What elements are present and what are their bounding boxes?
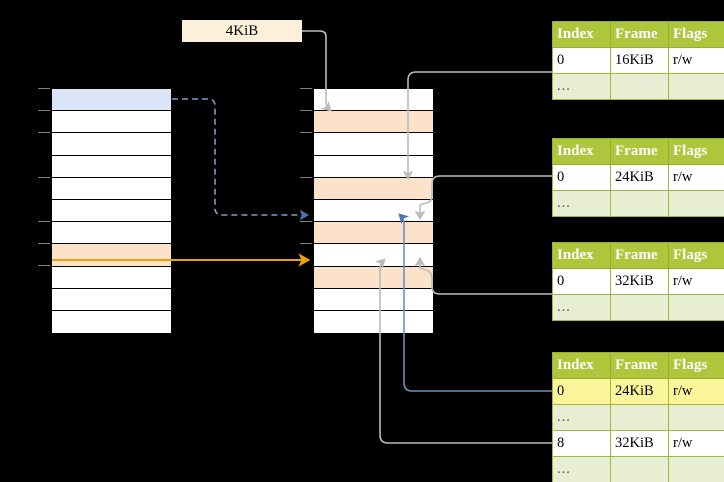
cell-frame xyxy=(610,73,669,100)
pagedir-row-5[interactable] xyxy=(52,177,171,200)
page-table-tick-3 xyxy=(300,177,312,178)
cell-frame: 32KiB xyxy=(610,430,669,457)
pagedir-row-10[interactable] xyxy=(52,288,171,311)
cell-index: 0 xyxy=(552,164,611,191)
cell-index: ... xyxy=(552,294,611,321)
cell-index: 0 xyxy=(552,378,611,405)
pagetable-row-1[interactable] xyxy=(314,89,433,112)
cell-frame xyxy=(610,294,669,321)
column-header-index: Index xyxy=(552,242,611,269)
pagetable-row-5[interactable] xyxy=(314,177,433,200)
page-dir-tick-6 xyxy=(38,265,50,266)
pagetable-row-4[interactable] xyxy=(314,155,433,178)
page-dir-tick-5 xyxy=(38,243,50,244)
cell-flags xyxy=(668,404,724,431)
cell-flags xyxy=(668,456,724,482)
column-header-index: Index xyxy=(552,138,611,165)
cell-index: ... xyxy=(552,456,611,482)
cell-flags: r/w xyxy=(668,430,724,457)
page-dir-tick-0 xyxy=(38,88,50,89)
cell-flags: r/w xyxy=(668,268,724,295)
page-table-tick-5 xyxy=(300,243,312,244)
column-header-flags: Flags xyxy=(668,352,724,379)
cell-frame xyxy=(610,190,669,217)
pagedir-row-6[interactable] xyxy=(52,199,171,223)
pagedir-row-8[interactable] xyxy=(52,244,171,267)
cell-frame xyxy=(610,456,669,482)
cell-frame: 16KiB xyxy=(610,47,669,74)
pagetable-row-7[interactable] xyxy=(314,222,433,245)
page-dir-tick-4 xyxy=(38,221,50,222)
cell-index: ... xyxy=(552,404,611,431)
pagedir-row-4[interactable] xyxy=(52,155,171,178)
cell-flags xyxy=(668,294,724,321)
pagedir-row-11[interactable] xyxy=(52,310,171,334)
page-dir-tick-1 xyxy=(38,110,50,111)
page-directory-column xyxy=(51,88,172,334)
cell-flags: r/w xyxy=(668,164,724,191)
cell-flags xyxy=(668,190,724,217)
size-label-4kib: 4KiB xyxy=(182,20,302,42)
page-table-tick-0 xyxy=(300,88,312,89)
column-header-frame: Frame xyxy=(610,21,669,48)
pagetable-row-3[interactable] xyxy=(314,133,433,156)
cell-flags xyxy=(668,73,724,100)
cell-frame: 24KiB xyxy=(610,164,669,191)
page-table-tick-4 xyxy=(300,221,312,222)
cell-index: ... xyxy=(552,73,611,100)
pagedir-row-7[interactable] xyxy=(52,222,171,245)
pagedir-row-1[interactable] xyxy=(52,89,171,112)
table-row[interactable]: ... xyxy=(552,404,724,431)
pagetable-row-2[interactable] xyxy=(314,111,433,134)
column-header-frame: Frame xyxy=(610,138,669,165)
page-table-tick-1 xyxy=(300,110,312,111)
table-row[interactable]: ... xyxy=(552,456,724,482)
pagedir-row-3[interactable] xyxy=(52,133,171,156)
column-header-frame: Frame xyxy=(610,242,669,269)
cell-index: 0 xyxy=(552,47,611,74)
cell-frame: 24KiB xyxy=(610,378,669,405)
page-dir-tick-3 xyxy=(38,177,50,178)
cell-flags: r/w xyxy=(668,47,724,74)
cell-frame: 32KiB xyxy=(610,268,669,295)
page-dir-tick-2 xyxy=(38,132,50,133)
column-header-flags: Flags xyxy=(668,21,724,48)
pagetable-row-11[interactable] xyxy=(314,310,433,334)
cell-frame xyxy=(610,404,669,431)
cell-flags: r/w xyxy=(668,378,724,405)
column-header-flags: Flags xyxy=(668,138,724,165)
pagedir-row-2[interactable] xyxy=(52,111,171,134)
pagetable-row-8[interactable] xyxy=(314,244,433,267)
pagetable-row-9[interactable] xyxy=(314,266,433,289)
column-header-frame: Frame xyxy=(610,352,669,379)
pagetable-row-6[interactable] xyxy=(314,199,433,223)
table-row[interactable]: ... xyxy=(552,190,724,217)
page-table-column xyxy=(313,88,434,334)
cell-index: ... xyxy=(552,190,611,217)
pagetable-row-10[interactable] xyxy=(314,288,433,311)
cell-index: 8 xyxy=(552,430,611,457)
cell-index: 0 xyxy=(552,268,611,295)
pagedir-row-9[interactable] xyxy=(52,266,171,289)
column-header-index: Index xyxy=(552,21,611,48)
page-table-tick-2 xyxy=(300,132,312,133)
column-header-flags: Flags xyxy=(668,242,724,269)
table-row[interactable]: ... xyxy=(552,73,724,100)
table-row[interactable]: ... xyxy=(552,294,724,321)
column-header-index: Index xyxy=(552,352,611,379)
